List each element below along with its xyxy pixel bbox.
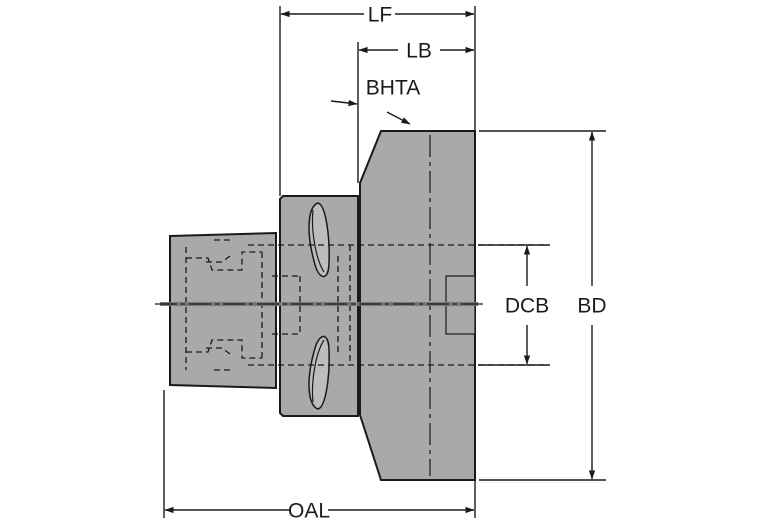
dimension-dcb: DCB xyxy=(505,245,549,365)
dimension-lf: LF xyxy=(280,4,475,27)
shank xyxy=(169,231,277,390)
label-bd: BD xyxy=(577,295,606,318)
dimension-bd: BD xyxy=(577,131,607,480)
label-lf: LF xyxy=(368,4,393,27)
extension-lines xyxy=(163,6,606,518)
center-axis xyxy=(155,302,484,306)
clamp-slots xyxy=(308,202,330,410)
label-dcb: DCB xyxy=(505,295,549,318)
label-bhta: BHTA xyxy=(366,77,420,100)
label-lb: LB xyxy=(406,40,432,63)
dimension-bhta: BHTA xyxy=(330,77,420,125)
label-oal: OAL xyxy=(288,500,330,523)
dimension-lb: LB xyxy=(358,40,475,63)
lower-slot xyxy=(308,335,330,410)
dimension-oal: OAL xyxy=(164,500,475,523)
upper-slot xyxy=(308,202,330,278)
